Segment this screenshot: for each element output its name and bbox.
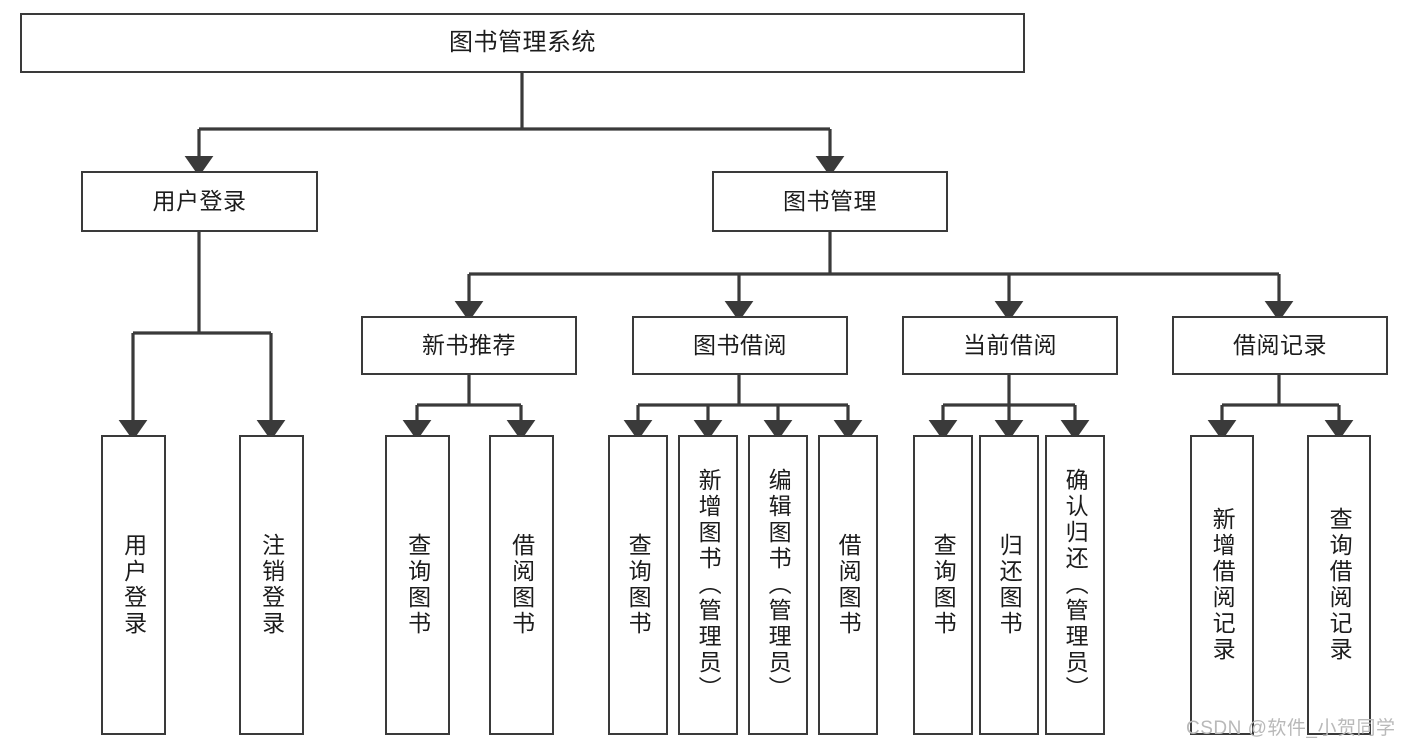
node-label: 新增图书（管理员） bbox=[695, 468, 722, 702]
node-leaf-logout[interactable]: 注销登录 bbox=[239, 435, 304, 735]
node-new-book-recommend[interactable]: 新书推荐 bbox=[361, 316, 577, 375]
node-leaf-query-book-borrow[interactable]: 查询图书 bbox=[608, 435, 668, 735]
node-label: 查询借阅记录 bbox=[1326, 507, 1353, 663]
node-label: 借阅记录 bbox=[1233, 331, 1327, 358]
node-label: 图书借阅 bbox=[693, 331, 787, 358]
node-label: 查询图书 bbox=[404, 533, 431, 637]
node-leaf-user-login[interactable]: 用户登录 bbox=[101, 435, 166, 735]
node-leaf-add-book-admin[interactable]: 新增图书（管理员） bbox=[678, 435, 738, 735]
node-borrow-record[interactable]: 借阅记录 bbox=[1172, 316, 1388, 375]
node-label: 查询图书 bbox=[625, 533, 652, 637]
node-leaf-edit-book-admin[interactable]: 编辑图书（管理员） bbox=[748, 435, 808, 735]
node-label: 归还图书 bbox=[996, 533, 1023, 637]
node-user-login[interactable]: 用户登录 bbox=[81, 171, 318, 232]
node-leaf-confirm-return-admin[interactable]: 确认归还（管理员） bbox=[1045, 435, 1105, 735]
node-label: 图书管理 bbox=[783, 187, 877, 214]
node-label: 图书管理系统 bbox=[449, 28, 596, 56]
node-label: 编辑图书（管理员） bbox=[765, 468, 792, 702]
node-leaf-query-borrow-record[interactable]: 查询借阅记录 bbox=[1307, 435, 1371, 735]
node-leaf-borrow-book[interactable]: 借阅图书 bbox=[818, 435, 878, 735]
node-label: 查询图书 bbox=[930, 533, 957, 637]
csdn-watermark: CSDN @软件_小贺同学 bbox=[1186, 718, 1396, 739]
node-label: 新书推荐 bbox=[422, 331, 516, 358]
node-label: 确认归还（管理员） bbox=[1062, 468, 1089, 702]
node-label: 用户登录 bbox=[120, 533, 147, 637]
node-root-system[interactable]: 图书管理系统 bbox=[20, 13, 1025, 73]
node-leaf-return-book[interactable]: 归还图书 bbox=[979, 435, 1039, 735]
node-current-borrow[interactable]: 当前借阅 bbox=[902, 316, 1118, 375]
node-leaf-query-book-recommend[interactable]: 查询图书 bbox=[385, 435, 450, 735]
node-label: 用户登录 bbox=[152, 187, 247, 214]
node-label: 借阅图书 bbox=[508, 533, 535, 637]
node-label: 当前借阅 bbox=[963, 331, 1057, 358]
node-book-management[interactable]: 图书管理 bbox=[712, 171, 948, 232]
node-leaf-borrow-book-recommend[interactable]: 借阅图书 bbox=[489, 435, 554, 735]
node-label: 新增借阅记录 bbox=[1209, 507, 1236, 663]
node-label: 借阅图书 bbox=[835, 533, 862, 637]
node-label: 注销登录 bbox=[258, 533, 285, 637]
node-book-borrow[interactable]: 图书借阅 bbox=[632, 316, 848, 375]
node-leaf-add-borrow-record[interactable]: 新增借阅记录 bbox=[1190, 435, 1254, 735]
node-leaf-query-book-current[interactable]: 查询图书 bbox=[913, 435, 973, 735]
